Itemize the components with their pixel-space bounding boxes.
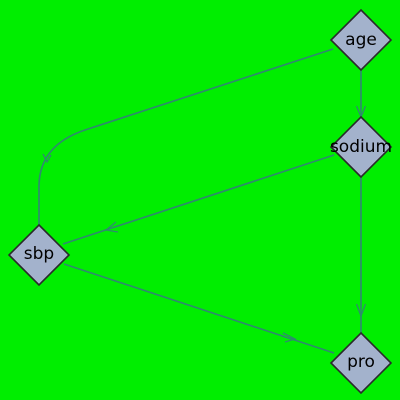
edge-age-sbp: [38, 48, 334, 226]
node-age[interactable]: age: [329, 8, 393, 72]
edge-sbp-pro: [63, 263, 335, 354]
edges: [38, 48, 367, 354]
edge-age-sodium: [355, 68, 367, 119]
edge-line: [62, 154, 335, 245]
arrowhead: [282, 332, 297, 343]
arrowhead: [104, 221, 119, 233]
diamond-shape: [329, 8, 393, 72]
diamond-shape: [329, 115, 393, 179]
node-label: sbp: [24, 244, 54, 264]
node-pro[interactable]: pro: [329, 331, 393, 395]
diamond-shape: [329, 331, 393, 395]
edge-sodium-pro: [355, 177, 367, 333]
diamond-shape: [7, 223, 71, 287]
arrowhead: [355, 303, 367, 318]
edge-sodium-sbp: [62, 154, 335, 245]
node-label: pro: [347, 352, 375, 372]
edge-line: [63, 263, 335, 354]
node-sbp[interactable]: sbp: [7, 223, 71, 287]
node-label: age: [345, 30, 377, 50]
node-sodium[interactable]: sodium: [329, 115, 393, 179]
arrowhead: [42, 153, 52, 164]
node-label: sodium: [330, 137, 392, 157]
edge-line: [38, 48, 334, 226]
